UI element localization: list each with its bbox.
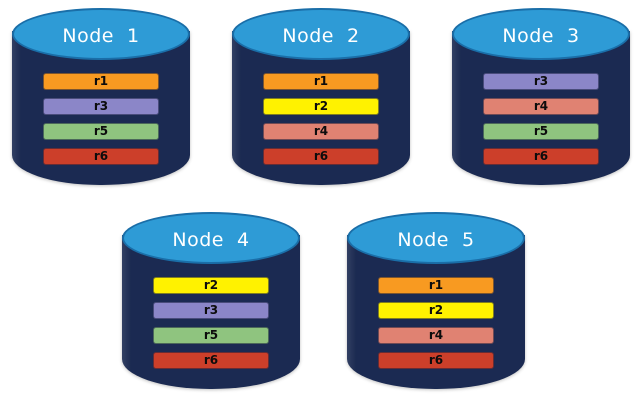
cylinder-top-icon xyxy=(347,212,525,264)
replica-bar[interactable]: r6 xyxy=(263,148,379,165)
replica-bar[interactable]: r5 xyxy=(153,327,269,344)
replica-bar[interactable]: r6 xyxy=(43,148,159,165)
replica-list: r1 r3 r5 r6 xyxy=(43,73,159,165)
replica-bar[interactable]: r5 xyxy=(483,123,599,140)
cylinder-top-icon xyxy=(452,8,630,60)
replica-list: r3 r4 r5 r6 xyxy=(483,73,599,165)
replica-bar[interactable]: r6 xyxy=(153,352,269,369)
replica-list: r1 r2 r4 r6 xyxy=(378,277,494,369)
replica-list: r2 r3 r5 r6 xyxy=(153,277,269,369)
cylinder-top-icon xyxy=(12,8,190,60)
replica-bar[interactable]: r3 xyxy=(153,302,269,319)
replica-bar[interactable]: r3 xyxy=(43,98,159,115)
replica-bar[interactable]: r1 xyxy=(43,73,159,90)
cylinder-top-icon xyxy=(122,212,300,264)
replica-bar[interactable]: r1 xyxy=(263,73,379,90)
replica-bar[interactable]: r4 xyxy=(263,123,379,140)
replica-bar[interactable]: r2 xyxy=(263,98,379,115)
cylinder-top-icon xyxy=(232,8,410,60)
replica-bar[interactable]: r4 xyxy=(483,98,599,115)
replica-list: r1 r2 r4 r6 xyxy=(263,73,379,165)
replica-bar[interactable]: r4 xyxy=(378,327,494,344)
replica-bar[interactable]: r1 xyxy=(378,277,494,294)
replica-bar[interactable]: r5 xyxy=(43,123,159,140)
replica-bar[interactable]: r2 xyxy=(153,277,269,294)
replica-bar[interactable]: r6 xyxy=(483,148,599,165)
replica-bar[interactable]: r3 xyxy=(483,73,599,90)
replica-bar[interactable]: r2 xyxy=(378,302,494,319)
replica-bar[interactable]: r6 xyxy=(378,352,494,369)
